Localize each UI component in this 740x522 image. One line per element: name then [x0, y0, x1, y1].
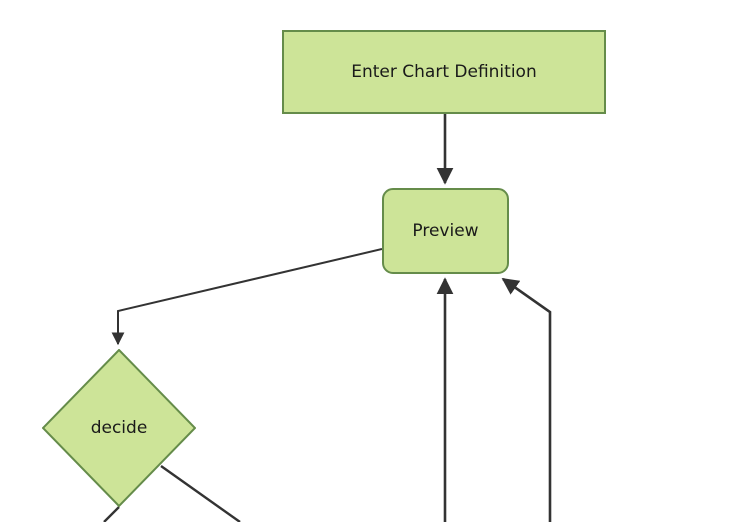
node-label-enter-chart-definition: Enter Chart Definition — [351, 61, 537, 82]
edge-into-preview-bottom-right — [501, 277, 552, 522]
edge-decide-out-right — [160, 465, 241, 522]
node-enter-chart-definition[interactable]: Enter Chart Definition — [282, 30, 606, 114]
edge-decide-out-bottom — [103, 506, 120, 522]
diamond-shape-icon — [42, 349, 196, 507]
node-decide[interactable]: decide — [42, 349, 196, 507]
node-preview[interactable]: Preview — [382, 188, 509, 274]
edge-preview-to-decide — [111, 248, 383, 346]
node-label-decide: decide — [90, 417, 148, 438]
node-label-preview: Preview — [412, 220, 479, 241]
